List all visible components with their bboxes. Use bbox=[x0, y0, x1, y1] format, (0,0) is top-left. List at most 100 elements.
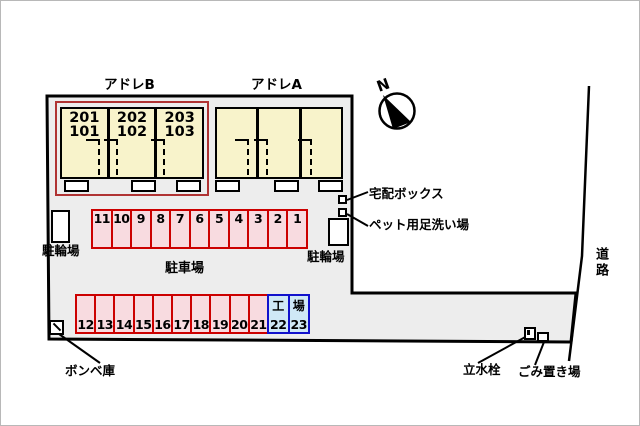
delivery-box-label: 宅配ボックス bbox=[369, 186, 444, 201]
pet-foot-wash-marker bbox=[338, 208, 347, 217]
parking-space-3: 3 bbox=[247, 211, 267, 247]
water-faucet-leader-line bbox=[477, 334, 530, 364]
garbage-area-leader-line bbox=[534, 341, 545, 366]
parking-space-8: 8 bbox=[149, 211, 170, 247]
space-number: 4 bbox=[234, 211, 244, 226]
entrance-step bbox=[318, 180, 343, 192]
garbage-area-marker bbox=[537, 332, 549, 342]
north-arrow-needle bbox=[383, 95, 411, 129]
entry-door-mark bbox=[247, 139, 249, 175]
unit-202-102: 202 102 bbox=[103, 109, 155, 177]
parking-space-21: 21 bbox=[247, 296, 267, 332]
room-number-lower: 101 bbox=[69, 124, 100, 140]
building-a bbox=[215, 107, 343, 179]
parking-space-7: 7 bbox=[169, 211, 189, 247]
entry-door-mark bbox=[151, 139, 164, 141]
parking-space-12: 12 bbox=[77, 296, 94, 332]
space-number: 22 bbox=[270, 317, 287, 332]
bicycle-parking-right-label: 駐輪場 bbox=[307, 249, 345, 264]
parking-space-17: 17 bbox=[171, 296, 190, 332]
marker-dot-icon bbox=[527, 330, 530, 335]
entrance-step bbox=[176, 180, 201, 192]
parking-space-9: 9 bbox=[130, 211, 150, 247]
entry-door-mark bbox=[115, 139, 118, 175]
bicycle-parking-left-box bbox=[51, 210, 70, 243]
building-a-label: アドレA bbox=[251, 77, 302, 93]
parking-space-16: 16 bbox=[151, 296, 171, 332]
space-number: 6 bbox=[195, 211, 204, 226]
north-label: N bbox=[374, 75, 392, 96]
parking-space-18: 18 bbox=[190, 296, 210, 332]
room-number-lower: 103 bbox=[164, 124, 195, 140]
unit-203-103: 203 103 bbox=[151, 109, 202, 177]
parking-row-1: 11 10 9 8 7 6 5 4 3 2 1 bbox=[91, 209, 308, 249]
entry-door-mark bbox=[86, 139, 98, 141]
marker-slash-icon bbox=[52, 322, 62, 332]
parking-space-5: 5 bbox=[208, 211, 228, 247]
space-number: 5 bbox=[214, 211, 224, 226]
parking-space-1: 1 bbox=[286, 211, 306, 247]
room-number-upper: 203 bbox=[164, 110, 195, 126]
space-number: 18 bbox=[192, 317, 210, 332]
space-number: 10 bbox=[113, 211, 130, 226]
delivery-box-marker bbox=[338, 195, 347, 204]
delivery-box-leader-line bbox=[346, 191, 369, 201]
space-number: 1 bbox=[293, 211, 302, 226]
entrance-step bbox=[215, 180, 240, 192]
entry-door-mark bbox=[98, 139, 100, 175]
parking-space-22: 工 22 bbox=[269, 296, 288, 332]
parking-space-20: 20 bbox=[228, 296, 248, 332]
entry-door-mark bbox=[297, 139, 310, 141]
parking-space-11: 11 bbox=[93, 211, 111, 247]
parking-space-23: 場 23 bbox=[287, 296, 309, 332]
space-number: 23 bbox=[290, 317, 308, 332]
water-faucet-marker bbox=[524, 327, 536, 340]
unit-a2 bbox=[254, 109, 298, 177]
building-b-label: アドレB bbox=[104, 77, 155, 93]
pet-foot-wash-leader-line bbox=[346, 213, 369, 227]
parking-space-2: 2 bbox=[266, 211, 287, 247]
space-number: 17 bbox=[173, 317, 190, 332]
entry-door-mark bbox=[309, 139, 312, 175]
bicycle-parking-right-box bbox=[328, 218, 349, 246]
space-number: 7 bbox=[175, 211, 185, 226]
parking-space-19: 19 bbox=[209, 296, 229, 332]
space-number: 3 bbox=[254, 211, 263, 226]
entrance-step bbox=[274, 180, 299, 192]
gas-cylinder-storage-label: ボンベ庫 bbox=[65, 363, 116, 378]
road-boundary-line bbox=[567, 85, 591, 362]
space-number: 8 bbox=[156, 211, 165, 226]
space-number: 2 bbox=[273, 211, 283, 226]
parking-space-6: 6 bbox=[188, 211, 209, 247]
space-number: 16 bbox=[154, 317, 171, 332]
entry-door-mark bbox=[235, 139, 247, 141]
room-number-lower: 102 bbox=[116, 124, 148, 140]
garbage-area-label: ごみ置き場 bbox=[518, 364, 581, 379]
north-arrow: N bbox=[374, 75, 416, 130]
entry-door-mark bbox=[163, 139, 166, 175]
road-label: 道路 bbox=[593, 247, 608, 279]
pet-foot-wash-label: ペット用足洗い場 bbox=[369, 217, 470, 232]
space-number: 12 bbox=[77, 317, 94, 332]
space-number: 20 bbox=[231, 317, 248, 332]
room-numbers: 202 102 bbox=[110, 109, 155, 140]
space-number: 19 bbox=[211, 317, 229, 332]
entrance-step bbox=[131, 180, 156, 192]
room-numbers: 203 103 bbox=[157, 109, 202, 140]
room-number-upper: 201 bbox=[69, 110, 100, 126]
building-b-frame bbox=[55, 101, 209, 196]
entrance-step bbox=[64, 180, 89, 192]
space-number: 21 bbox=[250, 317, 267, 332]
space-number: 15 bbox=[135, 317, 152, 332]
space-number: 9 bbox=[136, 211, 146, 226]
entry-door-mark bbox=[266, 139, 269, 175]
gas-storage-leader-line bbox=[58, 333, 101, 364]
gas-cylinder-storage-marker bbox=[49, 320, 64, 335]
unit-201-101: 201 101 bbox=[62, 109, 107, 177]
parking-space-4: 4 bbox=[227, 211, 248, 247]
parking-space-13: 13 bbox=[94, 296, 114, 332]
room-number-upper: 202 bbox=[116, 110, 148, 126]
space-number: 11 bbox=[93, 211, 111, 226]
unit-a1 bbox=[217, 109, 256, 177]
